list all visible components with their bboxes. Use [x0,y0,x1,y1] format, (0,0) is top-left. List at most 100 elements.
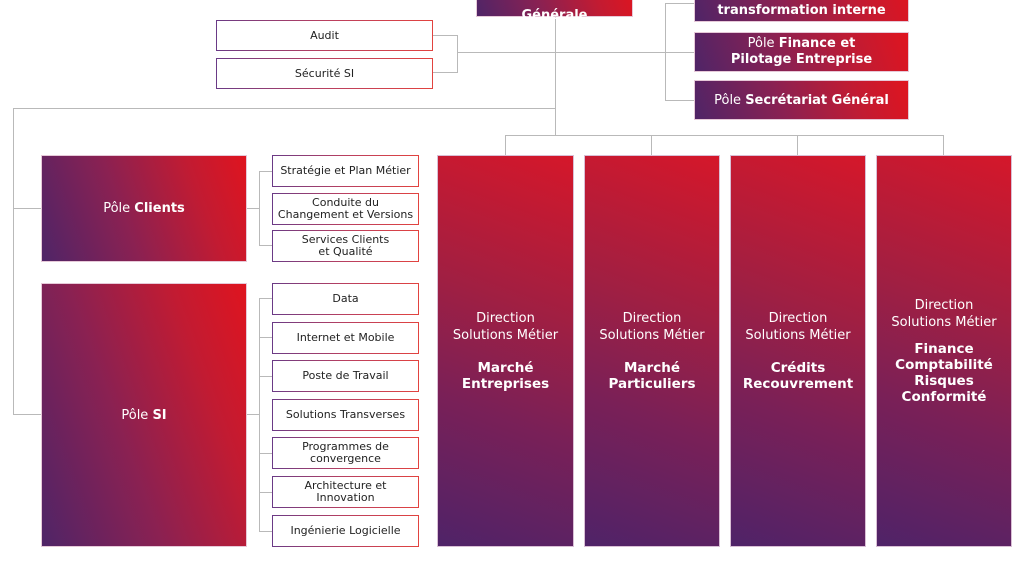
direction-column[interactable]: Direction Solutions Métier Finance Compt… [876,155,1012,547]
direction-line1: Direction [914,298,974,313]
connector-right-vertical [665,3,666,101]
pole-name: Finance et Pilotage Entreprise [730,36,873,67]
si-unit-label: Poste de Travail [302,369,389,382]
direction-name-line: Marché [624,360,680,376]
direction-name: Crédits Recouvrement [743,360,853,392]
si-unit[interactable]: Internet et Mobile [272,322,419,354]
pole-si-label: Pôle SI [121,408,166,423]
pole-secretariat-box[interactable]: Pôle Secrétariat Général [694,80,909,120]
direction-line2: Solutions Métier [599,328,705,343]
connector-si-u2 [259,337,272,338]
si-unit[interactable]: Programmes de convergence [272,437,419,469]
connector-staff-horizontal [457,52,694,53]
clients-unit[interactable]: Conduite du Changement et Versions [272,193,419,225]
clients-unit-label: Conduite du Changement et Versions [277,196,414,221]
pole-name: Clients [134,201,185,216]
pole-prefix: Pôle [121,407,153,423]
direction-name-line: Marché [477,360,534,376]
connector-right-3 [665,100,694,101]
connector-clients-sub [246,208,259,209]
clients-unit-label: Services Clients et Qualité [301,233,390,258]
securite-si-label: Sécurité SI [294,66,355,80]
connector-trunk [555,17,556,135]
direction-line1: Direction [476,311,535,326]
connector-si-u6 [259,492,272,493]
si-unit-label: Programmes de convergence [302,440,389,465]
direction-name-line: Finance [914,341,974,357]
pole-clients-box[interactable]: Pôle Clients [41,155,247,262]
direction-name-line: Risques [914,373,974,389]
direction-line2: Solutions Métier [745,328,851,343]
connector-securite [432,72,457,73]
pole-clients-label: Pôle Clients [103,201,185,216]
pole-transformation-label: transformation interne [717,3,885,18]
direction-generale-label: Générale [521,8,588,23]
pole-name: Secrétariat Général [745,92,889,108]
direction-generale-box[interactable]: Générale [476,0,633,22]
direction-name: Finance Comptabilité Risques Conformité [895,341,993,405]
connector-clients-u1 [259,171,272,172]
si-unit-label: Solutions Transverses [285,408,406,421]
si-unit-label: Ingénierie Logicielle [290,524,401,537]
connector-right-1 [665,3,694,4]
direction-column[interactable]: Direction Solutions Métier Marché Entrep… [437,155,574,547]
audit-label: Audit [310,28,339,42]
pole-prefix: Pôle [714,92,746,108]
clients-unit[interactable]: Stratégie et Plan Métier [272,155,419,187]
connector-directions-bar [505,135,944,136]
si-unit-label: Data [332,292,359,305]
connector-clients [13,208,41,209]
direction-column[interactable]: Direction Solutions Métier Crédits Recou… [730,155,866,547]
si-unit[interactable]: Data [272,283,419,315]
pole-finance-label: Pôle Finance et Pilotage Entreprise [722,36,882,68]
connector-si-u5 [259,453,272,454]
si-unit-label: Architecture et Innovation [304,479,387,504]
si-unit[interactable]: Poste de Travail [272,360,419,392]
connector-clients-sub-vertical [259,171,260,245]
pole-prefix: Pôle [103,201,135,216]
connector-staff-vertical [457,35,458,73]
direction-name: Marché Particuliers [608,360,695,392]
connector-audit [432,35,457,36]
direction-name-line: Recouvrement [742,376,854,392]
pole-finance-box[interactable]: Pôle Finance et Pilotage Entreprise [694,32,909,72]
pole-prefix: Pôle [747,36,779,51]
pole-name: SI [152,407,167,423]
pole-secretariat-label: Pôle Secrétariat Général [714,93,889,108]
connector-si-u1 [259,298,272,299]
direction-column[interactable]: Direction Solutions Métier Marché Partic… [584,155,720,547]
direction-line1: Direction [622,311,682,326]
clients-unit[interactable]: Services Clients et Qualité [272,230,419,262]
connector-dir-2 [651,135,652,155]
connector-si-sub [246,414,259,415]
direction-name-line: Entreprises [461,376,550,392]
pole-transformation-box[interactable]: transformation interne [694,0,909,22]
pole-si-box[interactable]: Pôle SI [41,283,247,547]
connector-dir-3 [797,135,798,155]
direction-name-line: Conformité [901,389,987,405]
si-unit[interactable]: Ingénierie Logicielle [272,515,419,547]
si-unit-label: Internet et Mobile [296,331,395,344]
connector-si-sub-vertical [259,298,260,531]
direction-line2: Solutions Métier [891,315,997,330]
direction-name-line: Particuliers [608,376,696,392]
direction-name-line: Crédits [770,360,826,376]
si-unit[interactable]: Solutions Transverses [272,399,419,431]
connector-si-u7 [259,531,272,532]
direction-line2: Solutions Métier [452,328,559,343]
clients-unit-label: Stratégie et Plan Métier [280,164,411,177]
connector-clients-u3 [259,245,272,246]
connector-dir-4 [943,135,944,155]
connector-left-vertical [13,108,14,415]
connector-si-u3 [259,376,272,377]
pole-name: transformation interne [717,3,886,18]
connector-si [13,414,41,415]
connector-dir-1 [505,135,506,155]
direction-name: Marché Entreprises [462,360,549,392]
securite-si-box[interactable]: Sécurité SI [216,58,433,89]
si-unit[interactable]: Architecture et Innovation [272,476,419,508]
connector-left-horizontal [13,108,555,109]
direction-name-line: Comptabilité [895,357,993,373]
audit-box[interactable]: Audit [216,20,433,51]
direction-line1: Direction [768,311,828,326]
